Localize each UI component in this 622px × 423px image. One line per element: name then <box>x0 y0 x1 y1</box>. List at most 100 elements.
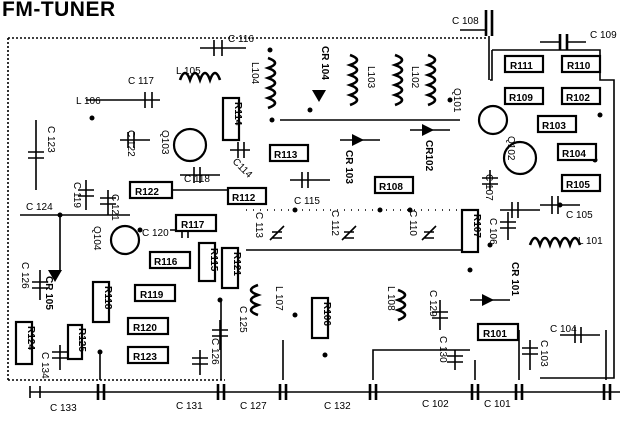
resistor-r122-body <box>128 180 174 200</box>
resistor-r108-label: R108 <box>379 182 403 193</box>
label-q103: Q103 <box>159 130 170 155</box>
resistor-r103-body <box>536 114 578 134</box>
resistor-r112-body <box>226 186 268 206</box>
label-c105: C 105 <box>566 210 593 221</box>
resistor-r122-label: R122 <box>135 187 159 198</box>
label-cr103: CR 103 <box>343 150 354 184</box>
resistor-r124-label: R124 <box>25 326 36 350</box>
diagram-title: FM-TUNER <box>2 0 116 21</box>
label-l106: L 106 <box>76 96 101 107</box>
variable-capacitors <box>269 225 437 241</box>
label-cr105: CR 105 <box>43 276 54 310</box>
label-l101: L 101 <box>578 236 603 247</box>
label-c126b: C 126 <box>209 338 220 365</box>
label-c121: C 121 <box>109 194 120 221</box>
label-c101: C 101 <box>484 399 511 410</box>
resistor-r116-label: R116 <box>154 257 178 268</box>
resistor-r107-body <box>460 208 480 254</box>
resistor-r103-label: R103 <box>542 121 566 132</box>
resistor-r117-body <box>174 213 218 233</box>
label-c110: C 110 <box>407 210 418 236</box>
resistor-r108-body <box>373 175 415 195</box>
resistor-r104-label: R104 <box>562 149 586 160</box>
resistor-r116-body <box>148 250 192 270</box>
diodes <box>48 90 510 306</box>
label-c104: C 104 <box>550 324 577 335</box>
resistor-r110-label: R110 <box>567 61 591 72</box>
resistor-r123-body <box>126 345 170 365</box>
resistor-r102-label: R102 <box>566 93 590 104</box>
resistor-r115-body <box>197 241 217 283</box>
resistor-r124-body <box>14 320 34 366</box>
label-c113: C 113 <box>253 212 264 238</box>
resistor-r114-label: R114 <box>232 102 243 126</box>
label-c109: C 109 <box>590 30 617 41</box>
resistor-r125-label: R125 <box>76 328 87 352</box>
label-c133: C 133 <box>50 403 77 414</box>
resistor-r125-body <box>66 323 84 361</box>
label-l102: L102 <box>409 66 420 89</box>
resistor-r114-body <box>221 96 241 142</box>
label-l107: L 107 <box>273 286 284 311</box>
resistor-r102-body <box>560 86 602 106</box>
resistor-r112-label: R112 <box>232 193 256 204</box>
resistor-r119-label: R119 <box>140 290 164 301</box>
label-c122: C 122 <box>125 130 136 157</box>
label-l103: L103 <box>365 66 376 89</box>
resistor-r107-label: R107 <box>471 214 482 238</box>
label-c127: C 127 <box>240 401 267 412</box>
label-c102: C 102 <box>422 399 449 410</box>
label-l105: L 105 <box>176 66 201 77</box>
resistor-r101-label: R101 <box>483 329 507 340</box>
label-c117: C 117 <box>128 76 154 87</box>
label-cr101: CR 101 <box>509 262 520 296</box>
transistors <box>109 104 538 256</box>
label-q102: Q102 <box>505 136 516 161</box>
resistor-r106-label: R106 <box>321 302 332 326</box>
label-c119: C 119 <box>71 182 82 208</box>
label-c107: C 107 <box>483 174 494 201</box>
label-c106: C 106 <box>487 218 498 245</box>
label-c129: C 129 <box>427 290 438 317</box>
label-c112: C 112 <box>329 210 340 236</box>
label-c126a: C 126 <box>19 262 30 289</box>
label-cr104: CR 104 <box>319 46 330 80</box>
c108-capacitor <box>460 10 494 80</box>
resistor-r121-body <box>220 246 240 290</box>
label-c120: C 120 <box>142 228 169 239</box>
resistor-r111-body <box>503 54 545 74</box>
inductors <box>178 53 582 322</box>
board-outline <box>7 37 615 381</box>
label-c132: C 132 <box>324 401 351 412</box>
resistor-r105-body <box>560 173 602 193</box>
resistor-r109-body <box>503 86 545 106</box>
resistor-r104-body <box>556 142 598 162</box>
resistor-r119-body <box>133 283 177 303</box>
label-c118: C 118 <box>184 174 210 185</box>
resistor-r113-body <box>268 143 310 163</box>
resistor-r123-label: R123 <box>133 352 157 363</box>
label-cr102: CR102 <box>423 140 434 172</box>
label-q101: Q101 <box>451 88 462 113</box>
label-c123: C 123 <box>45 126 56 153</box>
resistor-r101-body <box>476 322 520 342</box>
component-labels: C 108 C 109 C 116 C 117 L 105 L 106 L104… <box>19 16 617 414</box>
resistor-r109-label: R109 <box>509 93 533 104</box>
label-c130: C 130 <box>437 336 448 363</box>
bottom-capacitor-bus <box>29 300 620 400</box>
resistor-r113-label: R113 <box>274 150 298 161</box>
circuit-wires <box>20 34 600 375</box>
label-l104: L104 <box>249 62 260 85</box>
resistor-r106-body <box>310 296 330 340</box>
resistor-r120-body <box>126 316 170 336</box>
resistor-r115-label: R115 <box>208 248 219 272</box>
resistors: R111 R110 R109 R102 R103 R104 R105 R113 … <box>14 54 602 366</box>
label-c124: C 124 <box>26 202 53 213</box>
label-c134: C 134 <box>39 352 50 379</box>
resistor-r117-label: R117 <box>181 220 205 231</box>
resistor-r120-label: R120 <box>133 323 157 334</box>
label-c114: C114 <box>230 156 254 180</box>
label-c116: C 116 <box>228 34 254 45</box>
resistor-r121-label: R121 <box>231 252 242 276</box>
